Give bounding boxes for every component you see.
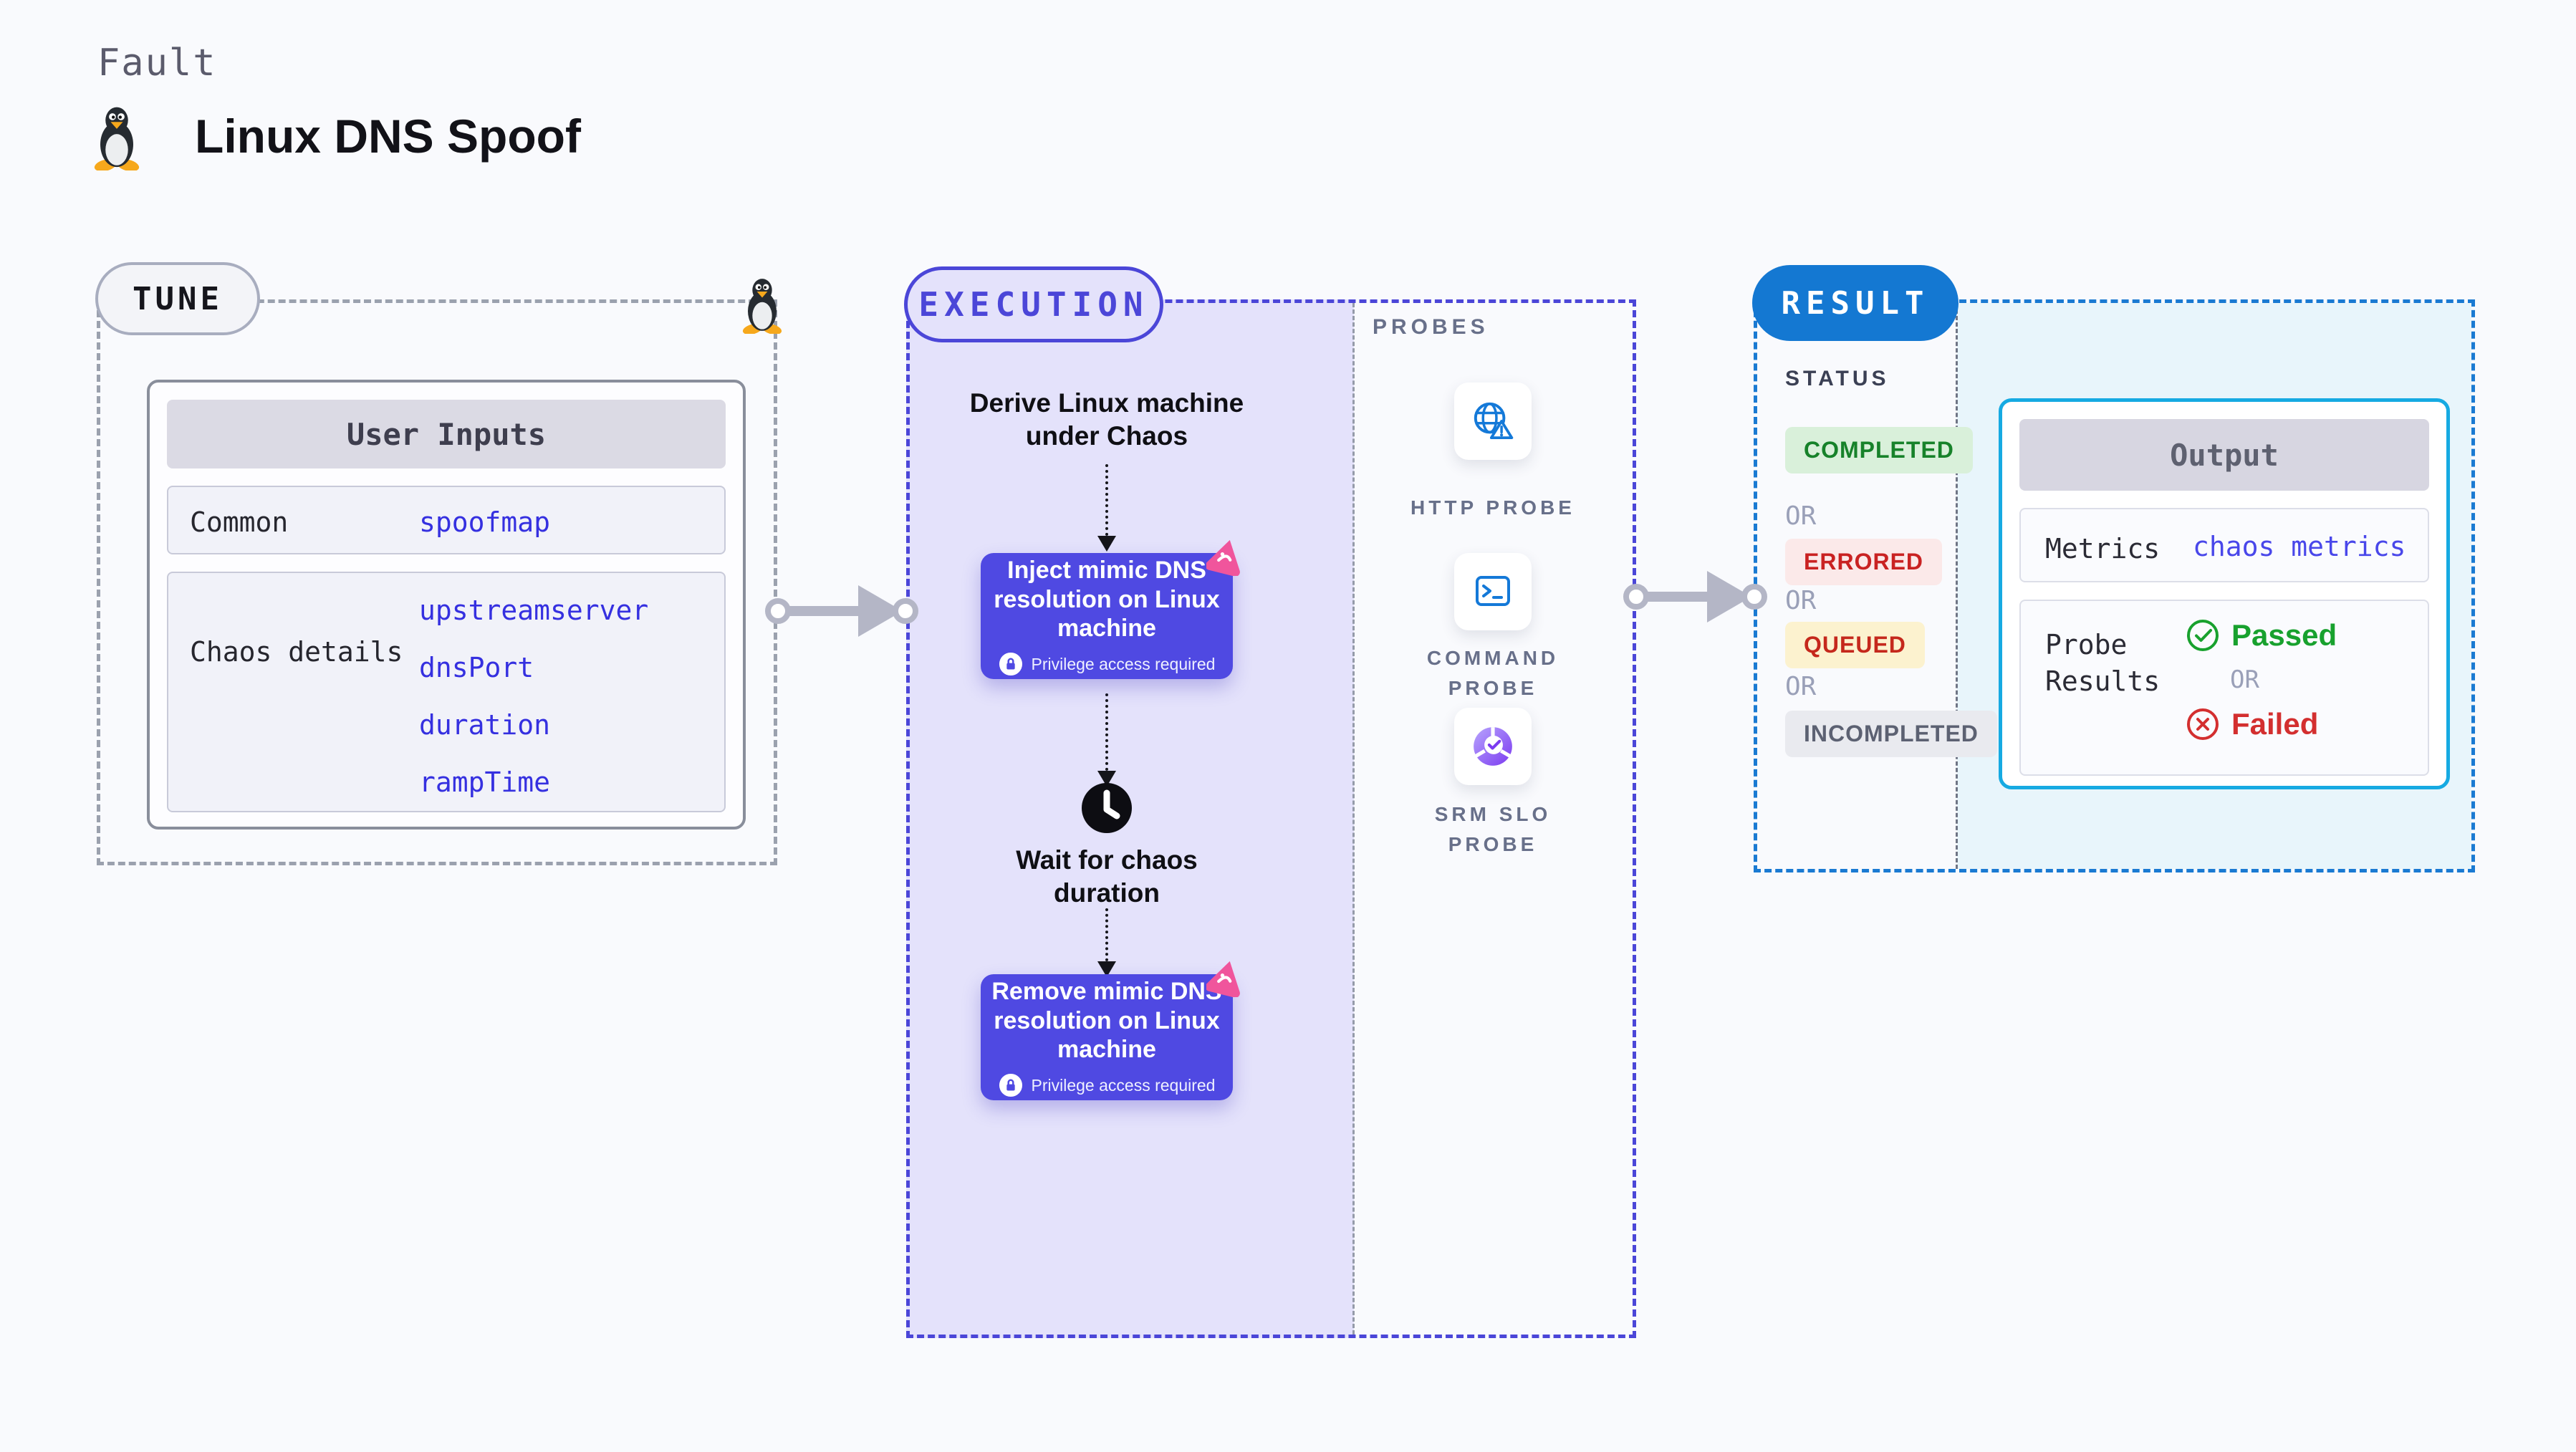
execution-pill: EXECUTION [904,266,1163,342]
status-chip-incompleted: INCOMPLETED [1785,711,1997,757]
chaos-metrics-link[interactable]: chaos metrics [2193,531,2406,562]
srm-slo-probe-label: SRM SLO PROBE [1434,803,1552,855]
inject-node-title: Inject mimic DNS resolution on Linux mac… [994,556,1220,643]
passed-check-icon [2187,620,2219,651]
verdict-column: Passed OR Failed [2186,618,2337,741]
remove-dns-node[interactable]: Remove mimic DNS resolution on Linux mac… [981,974,1233,1100]
result-pill: RESULT [1752,265,1959,341]
flow-connector-2 [1105,693,1108,771]
flow-connector-1 [1105,464,1108,536]
or-separator: OR [1785,672,1817,701]
status-label: STATUS [1785,367,1890,390]
execution-flow-background [906,299,1354,1338]
result-status-divider [1956,303,1958,869]
wait-line-2: duration [1054,878,1160,908]
execution-section-box [906,299,1636,1338]
execution-arrow-end-port [893,598,918,624]
table-row-chaos-details: Chaos details upstreamserver dnsPort dur… [167,572,726,812]
failed-row: Failed [2186,707,2337,741]
user-inputs-card: User Inputs Common spoofmap Chaos detail… [147,380,746,830]
param-link-dnsport[interactable]: dnsPort [419,652,534,683]
http-probe-card[interactable] [1454,383,1532,460]
param-link-upstreamserver[interactable]: upstreamserver [419,595,649,626]
derive-line-2: under Chaos [1025,421,1188,451]
passed-label: Passed [2231,618,2337,652]
page-title: Linux DNS Spoof [195,110,581,163]
remove-node-title: Remove mimic DNS resolution on Linux mac… [991,977,1222,1064]
flow-connector-1-arrowhead [1097,536,1116,552]
param-link-ramptime[interactable]: rampTime [419,766,551,798]
row-label: Chaos details [190,636,403,668]
tux-penguin-icon [94,107,140,170]
flow-connector-3 [1105,908,1108,961]
user-inputs-header: User Inputs [167,400,726,468]
probes-label: PROBES [1373,315,1489,339]
probe-results-label: Probe Results [2045,629,2161,698]
privilege-row: Privilege access required [999,1073,1216,1097]
tune-section-box [97,299,777,865]
flow-connector-2-arrowhead [1097,771,1116,787]
tune-arrow-start-port [765,598,791,624]
wait-step-label: Wait for chaos duration [989,844,1225,910]
privilege-note: Privilege access required [1031,1075,1216,1095]
clock-icon [1082,783,1132,833]
tune-to-execution-arrow-line [777,606,872,616]
derive-step-label: Derive Linux machine under Chaos [967,387,1246,453]
status-chip-completed: COMPLETED [1785,427,1973,473]
output-card: Output Metrics chaos metrics Probe Resul… [1999,398,2450,789]
table-row-common: Common spoofmap [167,486,726,554]
probe-results-row: Probe Results Passed OR Failed [2019,600,2429,776]
privilege-note: Privilege access required [1031,654,1216,673]
param-link-spoofmap[interactable]: spoofmap [419,506,551,538]
or-separator: OR [1785,586,1817,615]
or-separator: OR [2230,665,2259,694]
lock-icon [999,1074,1022,1097]
chaos-badge-icon [1206,961,1240,997]
fault-kicker: Fault [97,42,217,85]
failed-x-icon [2187,708,2219,740]
http-probe-icon [1474,402,1514,439]
wait-line-1: Wait for chaos [1016,845,1198,875]
failed-label: Failed [2231,707,2319,741]
derive-line-1: Derive Linux machine [969,388,1244,418]
chaos-badge-icon [1206,539,1240,576]
status-chip-queued: QUEUED [1785,622,1925,668]
tux-penguin-icon-small [742,279,782,334]
lock-icon [999,653,1022,676]
flow-connector-3-arrowhead [1097,961,1116,977]
execution-probes-divider [1352,303,1355,1335]
passed-row: Passed [2186,618,2337,653]
command-probe-card[interactable] [1454,553,1532,630]
tune-pill: TUNE [95,262,260,335]
http-probe-label: HTTP PROBE [1410,496,1575,519]
metrics-row: Metrics chaos metrics [2019,508,2429,582]
command-probe-label: COMMAND PROBE [1426,647,1559,699]
result-arrow-end-port [1741,584,1767,610]
or-separator: OR [1785,501,1817,531]
metrics-label: Metrics [2045,533,2161,564]
privilege-row: Privilege access required [999,652,1216,676]
execution-arrow-start-port [1623,584,1649,610]
srm-slo-probe-card[interactable] [1454,708,1532,785]
execution-to-result-arrow-line [1636,592,1721,602]
srm-slo-probe-icon [1474,727,1512,766]
command-probe-icon [1476,576,1510,606]
output-header: Output [2019,419,2429,491]
row-label: Common [190,506,289,538]
inject-dns-node[interactable]: Inject mimic DNS resolution on Linux mac… [981,553,1233,679]
param-link-duration[interactable]: duration [419,709,551,741]
status-chip-errored: ERRORED [1785,539,1943,585]
